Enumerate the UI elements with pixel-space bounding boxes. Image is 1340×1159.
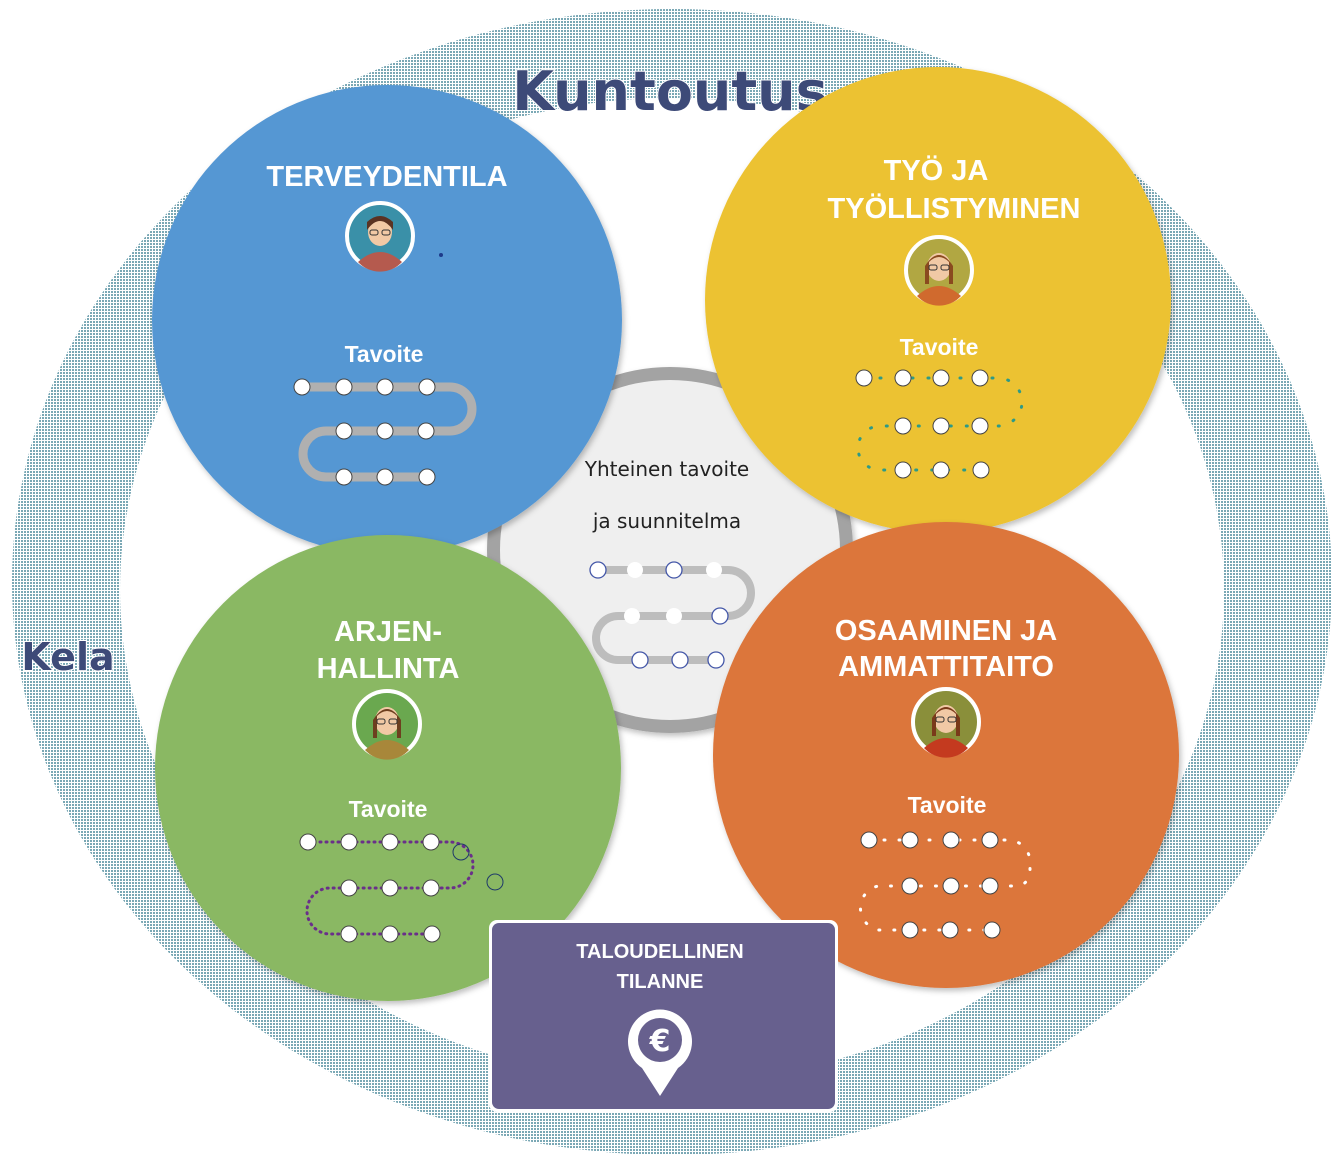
domain-skills-goal: Tavoite: [908, 792, 987, 818]
daily-extra-ring: [452, 843, 470, 861]
domain-daily-title-line2: HALLINTA: [317, 653, 460, 685]
domain-daily-goal: Tavoite: [349, 796, 428, 822]
daily-route-path: [305, 840, 475, 936]
domain-health-title: TERVEYDENTILA: [266, 161, 507, 193]
center-route-dots: [589, 561, 729, 669]
domain-skills: OSAAMINEN JA AMMATTITAITO Tavoite: [713, 522, 1179, 988]
domain-daily: ARJEN- HALLINTA Tavoite: [155, 535, 621, 1001]
domain-skills-title-line2: AMMATTITAITO: [838, 651, 1054, 683]
health-route-dots: [293, 378, 436, 486]
svg-text:€: €: [649, 1024, 671, 1059]
skills-route-dots: [860, 831, 1001, 939]
domain-work-title-line2: TYÖLLISTYMINEN: [828, 192, 1081, 225]
finance-title-line2: TILANNE: [617, 971, 704, 993]
center-line1: Yhteinen tavoite: [584, 457, 749, 481]
person-avatar-icon: [345, 201, 415, 272]
domain-health-goal: Tavoite: [345, 341, 424, 367]
finance-box: TALOUDELLINEN TILANNE €: [489, 920, 838, 1112]
health-route-path: [297, 382, 477, 482]
center-line2: ja suunnitelma: [592, 509, 741, 533]
domain-health: TERVEYDENTILA Tavoite: [152, 85, 622, 555]
work-route-dots: [855, 369, 990, 479]
domain-daily-title-line1: ARJEN-: [334, 616, 442, 648]
person-avatar-icon: [904, 235, 974, 306]
finance-title-line1: TALOUDELLINEN: [576, 941, 743, 963]
person-avatar-icon: [911, 687, 981, 758]
domain-skills-title-line1: OSAAMINEN JA: [835, 615, 1057, 647]
euro-pin-icon: €: [628, 1009, 692, 1096]
domain-work: TYÖ JA TYÖLLISTYMINEN Tavoite: [705, 67, 1171, 533]
stray-dot: [439, 253, 443, 257]
person-avatar-icon: [352, 689, 422, 760]
domain-work-title-line1: TYÖ JA: [884, 154, 989, 187]
outer-title: Kuntoutus: [512, 60, 828, 123]
daily-route-dots: [299, 833, 441, 943]
daily-extra-ring: [486, 873, 504, 891]
side-label-kela: Kela: [21, 635, 114, 679]
domain-work-goal: Tavoite: [900, 334, 979, 360]
work-route-path: [856, 376, 1024, 472]
